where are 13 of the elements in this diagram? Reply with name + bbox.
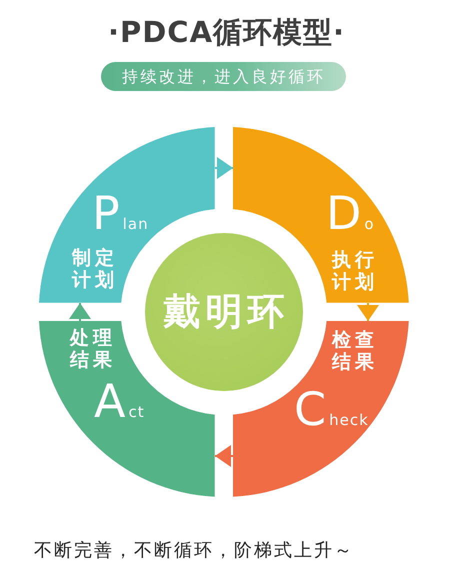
- subtitle-banner: [101, 62, 346, 91]
- arrow: [69, 303, 91, 321]
- step-description: 执行计划: [332, 248, 379, 293]
- title: ·PDCA循环模型·: [108, 14, 346, 51]
- step-description: 处理结果: [70, 327, 117, 371]
- step-description: 检查结果: [332, 329, 379, 373]
- caption: 不断完善，不断循环，阶梯式上升～: [34, 539, 354, 563]
- arrow: [215, 157, 233, 179]
- step-description: 制定计划: [72, 246, 119, 291]
- arrow: [215, 445, 233, 467]
- center-label: 戴明环: [162, 290, 290, 334]
- arrow: [357, 303, 379, 321]
- subtitle-text: 持续改进，进入良好循环: [122, 66, 326, 86]
